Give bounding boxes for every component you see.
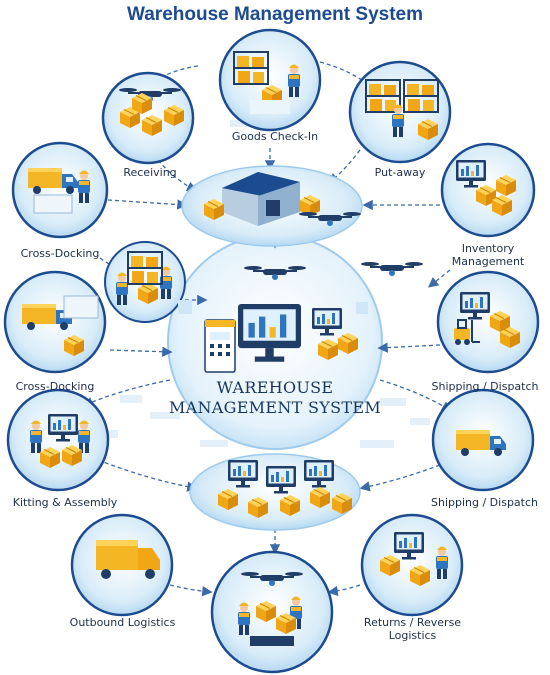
label-inventory-line1: Inventory [461,242,515,255]
node-inventory-management [440,142,536,238]
node-receiving [101,71,195,165]
node-goods-check-in [218,28,322,132]
label-receiving: Receiving [123,166,177,179]
node-warehouse-building [181,165,363,247]
node-shipping-dispatch-right [436,270,540,374]
label-returns-reverse-logistics: Returns / Reverse Logistics [355,616,470,642]
hub-title-line1: WAREHOUSE [216,378,334,397]
label-goods-check-in: Goods Check-In [231,130,319,143]
node-cross-docking-mid [3,270,107,374]
hub-title-line2: MANAGEMENT SYSTEM [168,398,382,417]
node-shipping-dispatch-lower [431,388,535,492]
label-returns-line2: Logistics [388,629,437,642]
node-put-away [348,60,452,164]
node-packing-stations [189,453,361,531]
node-returns-reverse-logistics [360,513,464,617]
label-outbound-logistics: Outbound Logistics [69,616,176,629]
label-inventory-line2: Management [451,255,525,268]
label-cross-docking-top: Cross-Docking [20,247,100,260]
node-hub-contents [178,265,368,373]
label-returns-line1: Returns / Reverse [363,616,462,629]
label-put-away: Put-away [374,166,426,179]
label-shipping-dispatch-right: Shipping / Dispatch [431,380,539,393]
node-side-workers [104,241,186,323]
node-cross-docking-top [11,141,109,239]
label-cross-docking-mid: Cross-Docking [15,380,95,393]
node-outbound-logistics [70,513,174,617]
label-shipping-dispatch-lower: Shipping / Dispatch [431,496,538,509]
node-kitting-assembly [6,388,110,492]
label-kitting-assembly: Kitting & Assembly [12,496,118,509]
page-title: Warehouse Management System [127,4,423,25]
label-inventory-management: Inventory Management [438,242,538,268]
node-bottom-workers [210,550,334,674]
hub-title: WAREHOUSE MANAGEMENT SYSTEM [150,378,400,418]
node-drone-right [360,261,424,277]
